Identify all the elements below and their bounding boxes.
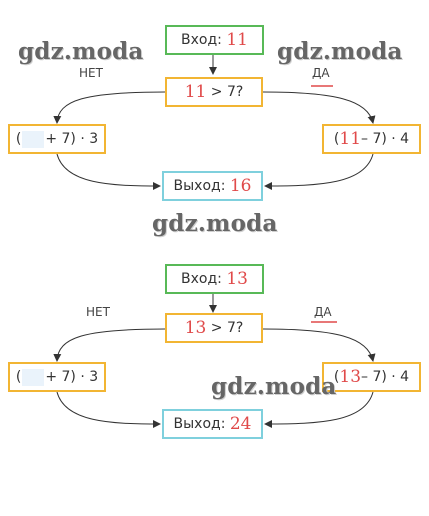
input-value: 13	[226, 269, 248, 289]
arrow-yes-to-output-2	[264, 391, 374, 428]
arrow-condition-to-no-1	[53, 91, 166, 124]
watermark: gdz.moda	[152, 210, 278, 237]
no-formula-right: + 7) · 3	[45, 369, 99, 385]
output-value: 16	[229, 176, 252, 196]
condition-value: 11	[184, 82, 207, 102]
output-box-2: Выход: 24	[162, 409, 263, 439]
output-box-1: Выход: 16	[162, 171, 263, 201]
blank-cell	[22, 368, 45, 386]
no-branch-box-1: ( + 7) · 3	[8, 124, 106, 154]
condition-box-1: 11 > 7?	[165, 77, 263, 107]
condition-value: 13	[184, 318, 207, 338]
condition-text: > 7?	[210, 320, 244, 336]
yes-formula-right: – 7) · 4	[361, 369, 410, 385]
condition-box-2: 13 > 7?	[165, 313, 263, 343]
blank-cell	[22, 130, 45, 148]
no-formula-left: (	[15, 369, 22, 385]
arrow-no-to-output-1	[56, 153, 161, 190]
output-label: Выход:	[173, 416, 226, 432]
input-box-1: Вход: 11	[165, 25, 264, 55]
yes-label: ДА	[312, 66, 330, 80]
no-branch-box-2: ( + 7) · 3	[8, 362, 106, 392]
watermark: gdz.moda	[211, 373, 337, 400]
yes-formula-left: (	[333, 369, 340, 385]
output-label: Выход:	[173, 178, 226, 194]
input-box-2: Вход: 13	[165, 264, 264, 294]
arrow-condition-to-no-2	[53, 328, 166, 362]
yes-branch-box-2: (13– 7) · 4	[322, 362, 421, 392]
watermark: gdz.moda	[277, 38, 403, 65]
condition-text: > 7?	[210, 84, 244, 100]
yes-formula-left: (	[333, 131, 340, 147]
arrow-no-to-output-2	[56, 391, 161, 428]
input-label: Вход:	[181, 271, 222, 287]
yes-label: ДА	[314, 305, 332, 319]
no-formula-right: + 7) · 3	[45, 131, 99, 147]
output-value: 24	[229, 414, 252, 434]
arrow-condition-to-yes-2	[262, 328, 376, 362]
arrow-condition-to-yes-1	[262, 91, 376, 124]
yes-value: 13	[339, 367, 362, 387]
yes-formula-right: – 7) · 4	[361, 131, 410, 147]
input-label: Вход:	[181, 32, 222, 48]
arrow-yes-to-output-1	[264, 153, 374, 190]
input-value: 11	[226, 30, 248, 50]
no-formula-left: (	[15, 131, 22, 147]
yes-branch-box-1: (11– 7) · 4	[322, 124, 421, 154]
no-label: НЕТ	[86, 305, 110, 319]
no-label: НЕТ	[79, 66, 103, 80]
yes-value: 11	[339, 129, 362, 149]
watermark: gdz.moda	[18, 38, 144, 65]
